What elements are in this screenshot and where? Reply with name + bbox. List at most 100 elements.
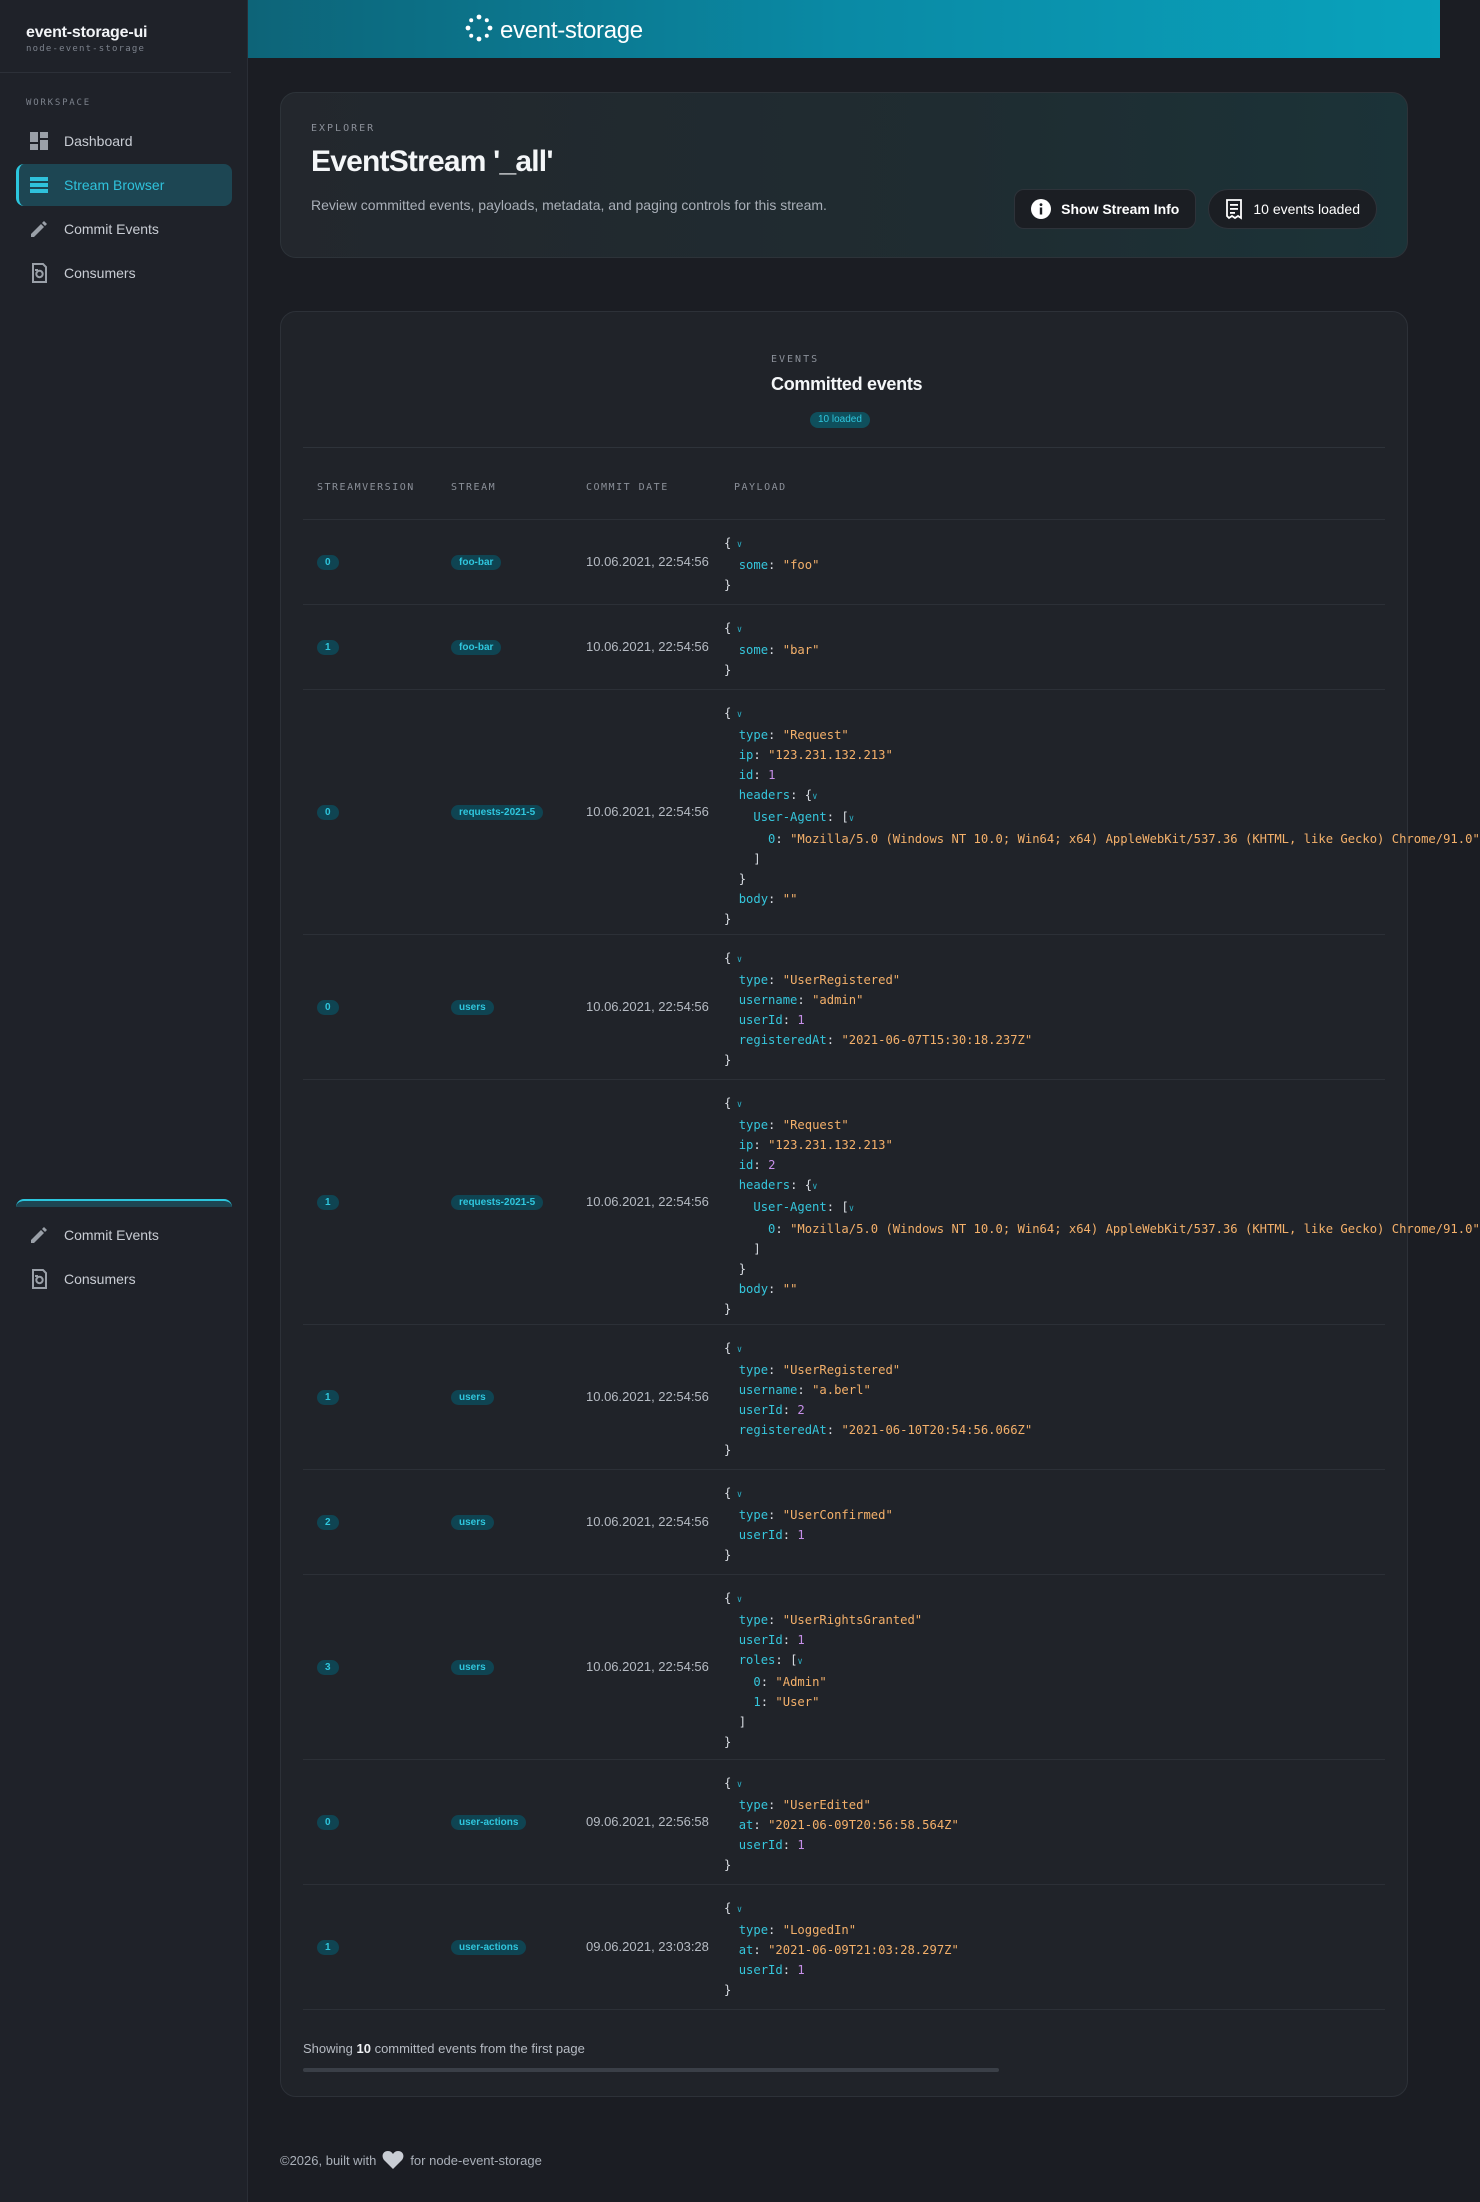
payload-line: type: "UserEdited" [738, 1798, 871, 1812]
json-value: "Mozilla/5.0 (Windows NT 10.0; Win64; x6… [790, 832, 1480, 846]
json-key: some [738, 558, 769, 572]
json-key: type [738, 1613, 769, 1627]
list-icon [28, 174, 50, 196]
sidebar-item-consumers[interactable]: Consumers [16, 1258, 232, 1300]
collapse-icon[interactable]: ∨ [731, 710, 743, 720]
collapse-icon[interactable]: ∨ [731, 1780, 743, 1790]
json-key: userId [738, 1013, 783, 1027]
stream-badge[interactable]: requests-2021-5 [451, 805, 544, 820]
sidebar-item-commit-events[interactable]: Commit Events [16, 208, 232, 250]
payload-line: } [724, 1299, 1385, 1319]
payload-line: id: 1 [738, 768, 776, 782]
horizontal-scrollbar[interactable] [303, 2068, 999, 2072]
sidebar-item-dashboard[interactable]: Dashboard [16, 120, 232, 162]
json-value: 1 [797, 1013, 805, 1027]
column-header-payload[interactable]: PAYLOAD [734, 482, 787, 493]
json-key: userId [738, 1963, 783, 1977]
commit-date: 09.06.2021, 22:56:58 [586, 1814, 709, 1829]
stream-badge[interactable]: user-actions [451, 1940, 527, 1955]
payload-line: 1: "User" [753, 1695, 820, 1709]
payload-line: { ∨ [724, 703, 1385, 725]
json-bracket: ] [753, 852, 761, 866]
collapse-icon[interactable]: ∨ [731, 955, 743, 965]
column-header-stream[interactable]: STREAM [451, 482, 497, 493]
logo[interactable]: event-storage [464, 13, 643, 48]
json-value: "UserRightsGranted" [782, 1613, 923, 1627]
page-description: Review committed events, payloads, metad… [311, 197, 827, 213]
commit-date: 10.06.2021, 22:54:56 [586, 999, 709, 1014]
collapse-icon[interactable]: ∨ [812, 792, 818, 802]
events-card: EVENTS Committed events 10 loaded STREAM… [280, 311, 1480, 2097]
payload-line: ip: "123.231.132.213" [738, 748, 893, 762]
payload-json: { ∨ some: "foo"} [724, 533, 1385, 595]
stream-badge[interactable]: requests-2021-5 [451, 1195, 544, 1210]
sidebar-item-consumers[interactable]: Consumers [16, 252, 232, 294]
collapse-icon[interactable]: ∨ [848, 1204, 855, 1214]
payload-line: type: "UserRegistered" [738, 973, 901, 987]
collapse-icon[interactable]: ∨ [731, 1595, 743, 1605]
payload-line: type: "Request" [738, 1118, 849, 1132]
json-key: body [738, 892, 769, 906]
sidebar-item-stream-browser[interactable]: Stream Browser [16, 164, 232, 206]
events-kicker: EVENTS [771, 354, 820, 365]
payload-line: userId: 1 [738, 1963, 805, 1977]
payload-line: id: 2 [738, 1158, 776, 1172]
payload-line: type: "Request" [738, 728, 849, 742]
payload-line: } [724, 1259, 1385, 1279]
json-key: roles [738, 1653, 776, 1667]
json-value: "" [782, 1282, 798, 1296]
stream-badge[interactable]: users [451, 1390, 494, 1405]
stream-badge[interactable]: users [451, 1660, 494, 1675]
json-bracket: { [724, 1096, 732, 1110]
json-key: type [738, 1798, 769, 1812]
json-key: userId [738, 1838, 783, 1852]
stream-header-card: EXPLORER EventStream '_all' Review commi… [280, 92, 1408, 258]
sidebar-item-commit-events[interactable]: Commit Events [16, 1214, 232, 1256]
collapse-icon[interactable]: ∨ [731, 625, 743, 635]
collapse-icon[interactable]: ∨ [797, 1657, 803, 1667]
json-value: "UserRegistered" [782, 973, 901, 987]
json-key: userId [738, 1528, 783, 1542]
json-bracket: } [724, 1858, 732, 1872]
payload-json: { ∨ type: "UserRightsGranted" userId: 1 … [724, 1588, 1385, 1752]
stream-badge[interactable]: user-actions [451, 1815, 527, 1830]
column-header-commit-date[interactable]: COMMIT DATE [586, 482, 669, 493]
json-bracket: } [724, 1735, 732, 1749]
collapse-icon[interactable]: ∨ [731, 1905, 743, 1915]
brand-subtitle: node-event-storage [26, 44, 146, 54]
collapse-icon[interactable]: ∨ [731, 1490, 743, 1500]
heart-icon [382, 2150, 404, 2170]
json-value: "UserConfirmed" [782, 1508, 893, 1522]
stream-badge[interactable]: users [451, 1515, 494, 1530]
collapse-icon[interactable]: ∨ [731, 1345, 743, 1355]
payload-line: 0: "Admin" [753, 1675, 827, 1689]
collapse-icon[interactable]: ∨ [731, 1100, 743, 1110]
json-value: 1 [797, 1633, 805, 1647]
show-stream-info-label: Show Stream Info [1061, 201, 1180, 217]
json-key: ip [738, 1138, 754, 1152]
show-stream-info-button[interactable]: Show Stream Info [1014, 189, 1197, 229]
stream-badge[interactable]: foo-bar [451, 640, 502, 655]
json-bracket: { [724, 621, 732, 635]
info-icon [1031, 199, 1052, 219]
stream-badge[interactable]: foo-bar [451, 555, 502, 570]
collapse-icon[interactable]: ∨ [812, 1182, 818, 1192]
collapse-icon[interactable]: ∨ [731, 540, 743, 550]
collapse-icon[interactable]: ∨ [848, 814, 855, 824]
column-header-streamversion[interactable]: STREAMVERSION [317, 482, 415, 493]
divider [303, 447, 1385, 448]
stream-badge[interactable]: users [451, 1000, 494, 1015]
page-footer: ©2026, built with for node-event-storage [280, 2150, 542, 2170]
payload-line: } [724, 1855, 1385, 1875]
